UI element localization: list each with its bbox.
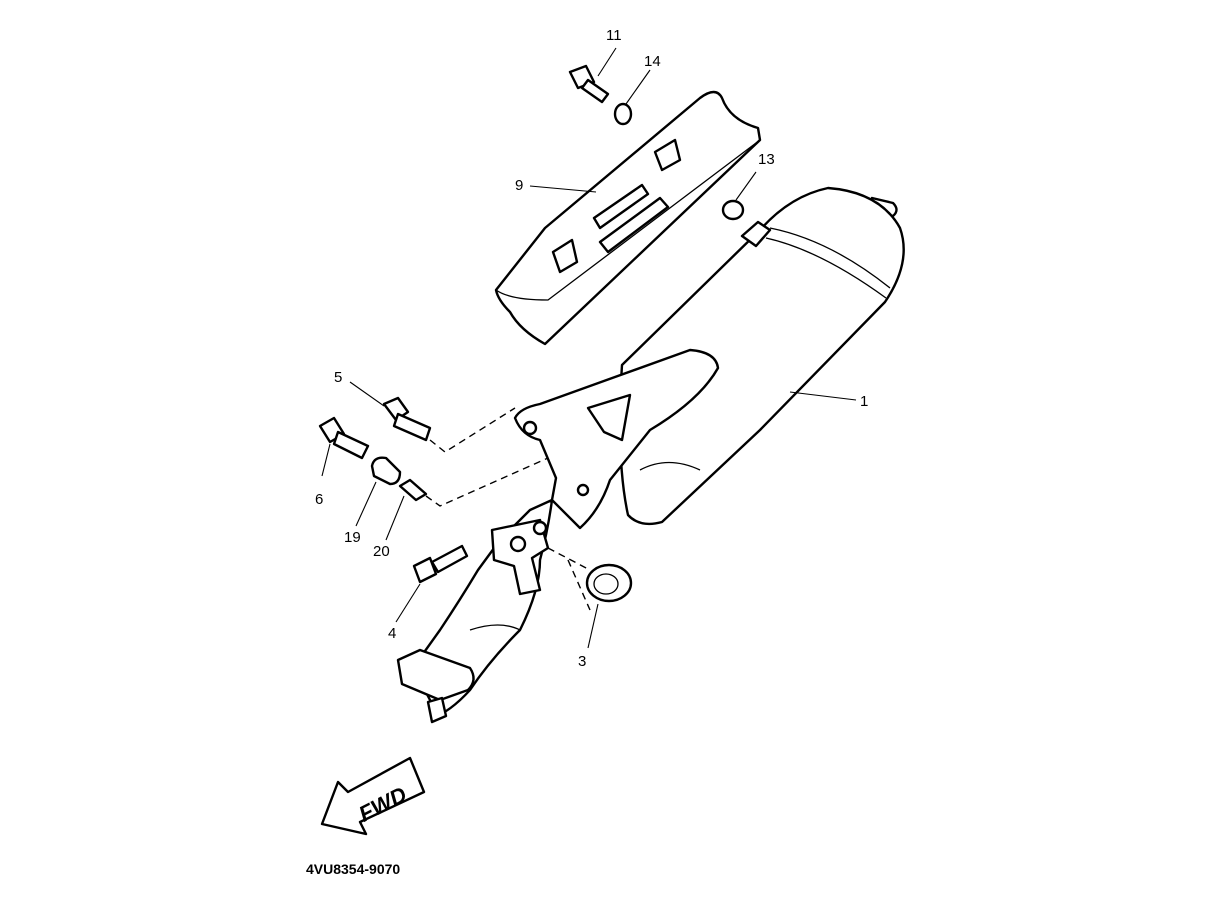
callout-9: 9 [515,177,523,194]
callout-1: 1 [860,393,868,410]
muffler-part-1 [618,186,905,526]
callout-14: 14 [644,53,661,70]
alignment-lines [425,407,591,611]
washer-part-14 [613,102,633,126]
callout-4: 4 [388,625,396,642]
bolt-part-6 [318,416,370,460]
callout-19: 19 [344,529,361,546]
damper-part-20 [398,478,428,502]
forward-direction-arrow: FWD [320,756,426,836]
diagram-part-number: 4VU8354-9070 [306,861,400,877]
bolt-part-5 [382,396,432,442]
callout-5: 5 [334,369,342,386]
leader-lines [321,47,857,649]
callout-20: 20 [373,543,390,560]
gasket-part-3 [585,563,633,603]
callout-11: 11 [606,27,622,44]
exhaust-bracket [513,348,720,530]
bolt-part-11 [568,64,610,104]
washer-part-13 [721,199,745,221]
callout-labels: 1 3 4 5 6 9 11 13 14 19 20 [315,27,868,670]
callout-3: 3 [578,653,586,670]
exhaust-pipe [396,498,554,724]
callout-13: 13 [758,151,775,168]
collar-part-19 [370,456,402,486]
bolt-part-4 [412,544,469,584]
heat-protector-part-9 [494,90,762,346]
callout-6: 6 [315,491,323,508]
